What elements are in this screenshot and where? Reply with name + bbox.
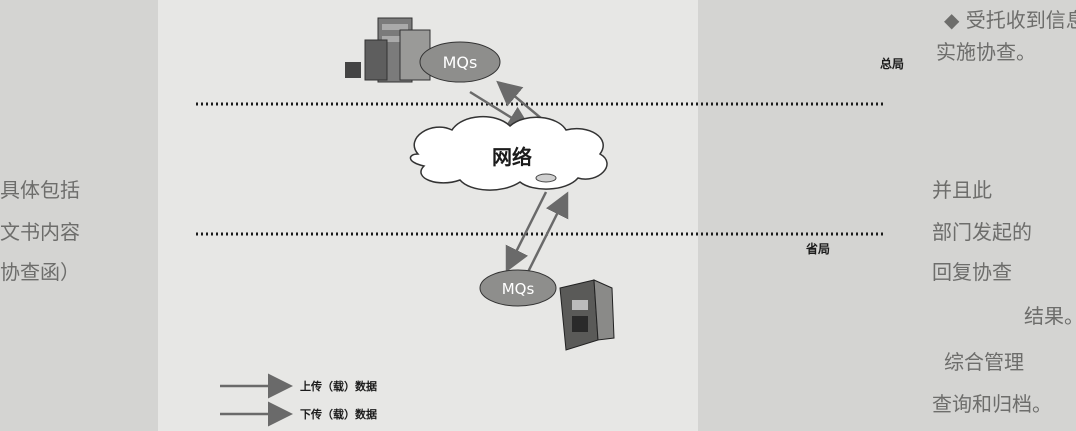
network-hub-icon bbox=[535, 173, 557, 183]
bg-text-line: 回复协查 bbox=[932, 260, 1012, 284]
network-label: 网络 bbox=[492, 145, 532, 169]
bottom-mq-node bbox=[479, 269, 557, 307]
legend-upload-label: 上传（载）数据 bbox=[300, 379, 377, 393]
bg-text-line: 查询和归档。 bbox=[932, 392, 1052, 416]
top-mq-label: MQs bbox=[443, 53, 478, 72]
top-node-label: 总局 bbox=[880, 56, 904, 71]
bg-text-line: 文书内容 bbox=[0, 220, 80, 244]
bottom-mq-label: MQs bbox=[502, 280, 535, 298]
bg-text-line: 实施协查。 bbox=[936, 40, 1036, 64]
server-cluster-icon bbox=[345, 17, 431, 83]
top-mq-node bbox=[419, 41, 501, 83]
arrow-down-bottom bbox=[505, 191, 548, 273]
bottom-node-label: 省局 bbox=[805, 241, 830, 256]
bg-text-line: 具体包括 bbox=[0, 178, 80, 202]
bg-text-line: 综合管理 bbox=[944, 350, 1024, 374]
bg-text-line: 结果。 bbox=[1024, 304, 1076, 328]
bg-text-line: 协查函） bbox=[0, 260, 80, 284]
bg-text-line: 部门发起的 bbox=[932, 220, 1032, 244]
arrow-up-bottom bbox=[526, 191, 569, 273]
legend-download-label: 下传（载）数据 bbox=[300, 407, 377, 421]
network-cloud-icon bbox=[409, 115, 608, 191]
bg-text-line: 并且此 bbox=[932, 178, 992, 202]
bg-text-line: ◆ 受托收到信息处理 bbox=[944, 8, 1076, 32]
server-icon bbox=[559, 279, 615, 351]
